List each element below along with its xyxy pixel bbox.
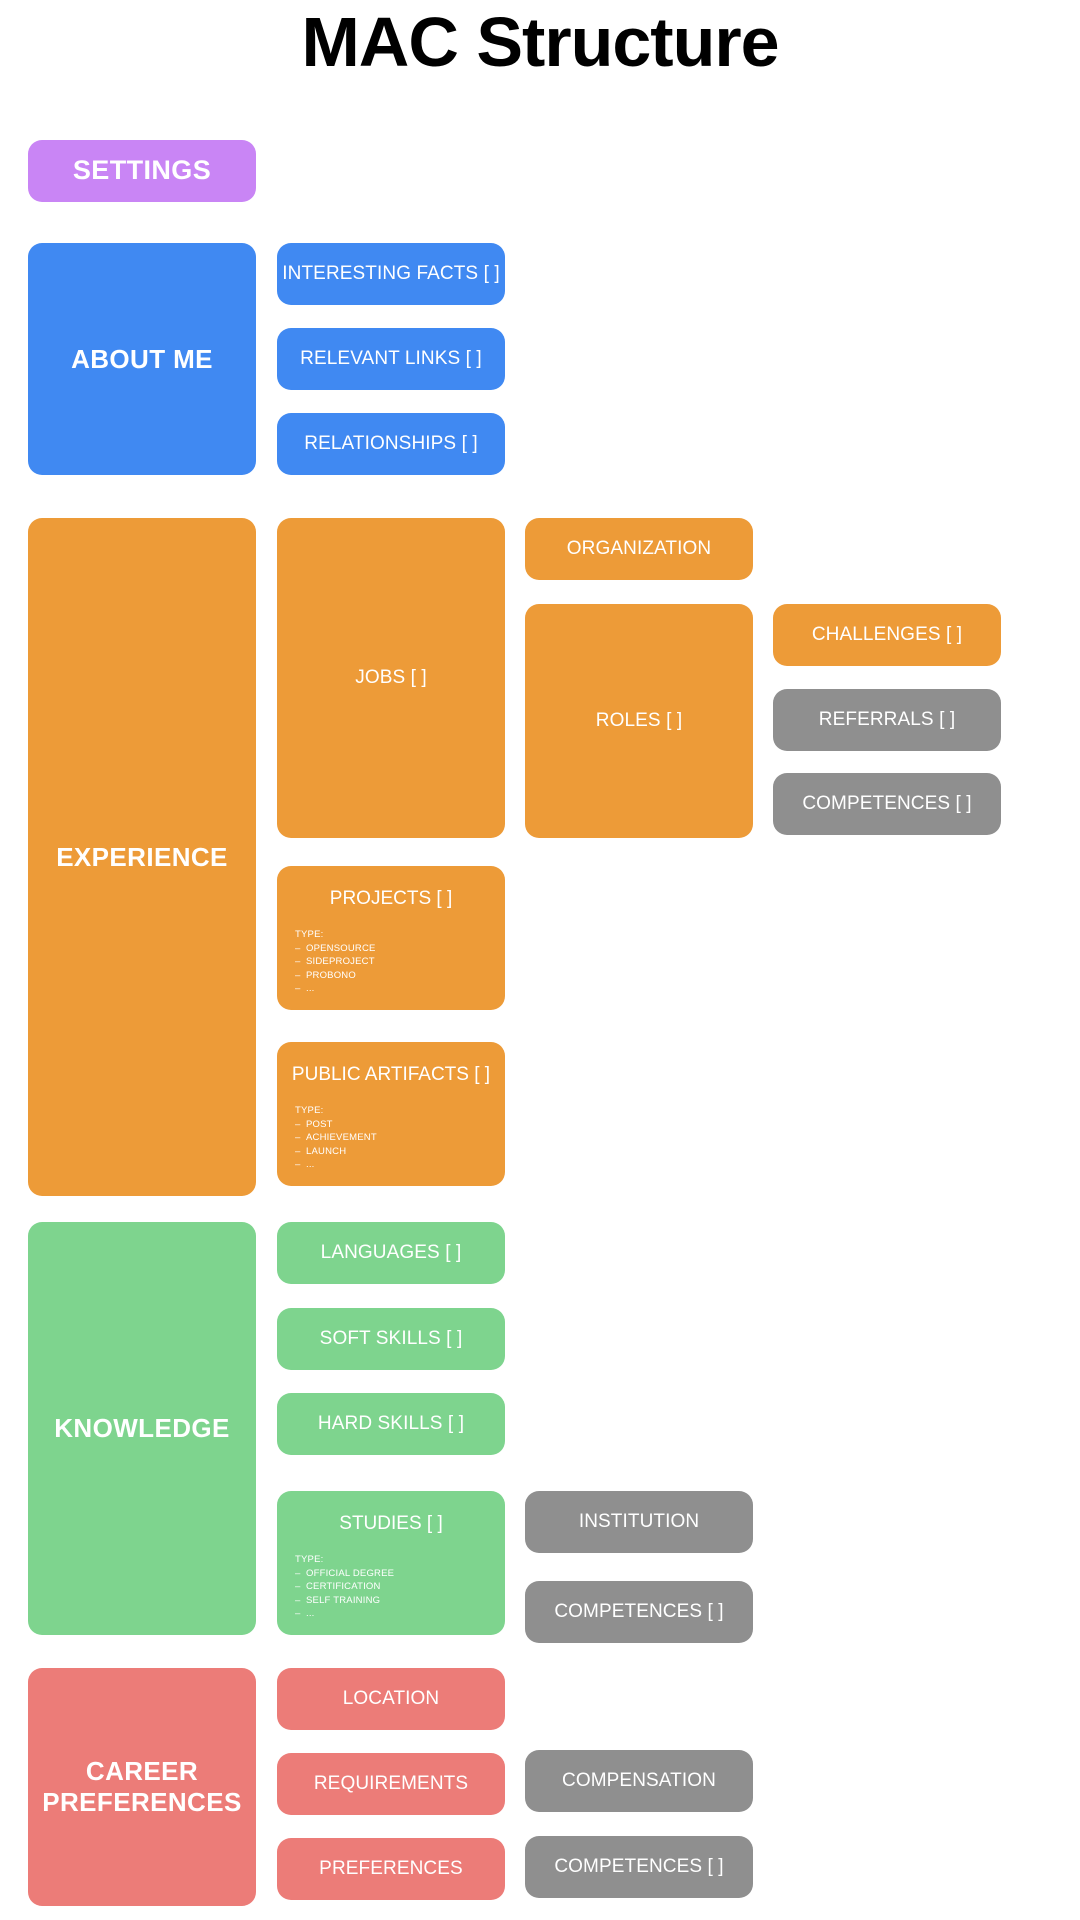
- node-challenges-label: CHALLENGES [ ]: [811, 623, 963, 645]
- node-institution[interactable]: INSTITUTION: [525, 1491, 753, 1553]
- node-hard-skills-label: HARD SKILLS [ ]: [317, 1412, 465, 1434]
- node-experience[interactable]: EXPERIENCE: [28, 518, 256, 1196]
- node-experience-competences[interactable]: COMPETENCES [ ]: [773, 773, 1001, 835]
- node-knowledge[interactable]: KNOWLEDGE: [28, 1222, 256, 1635]
- node-compensation-label: COMPENSATION: [562, 1769, 716, 1791]
- node-settings[interactable]: SETTINGS: [28, 140, 256, 202]
- node-requirements[interactable]: REQUIREMENTS: [277, 1753, 505, 1815]
- node-organization[interactable]: ORGANIZATION: [525, 518, 753, 580]
- node-preferences-label: PREFERENCES: [319, 1857, 463, 1879]
- public-artifacts-type-item: –POST: [295, 1118, 333, 1130]
- studies-type-item-text: CERTIFICATION: [306, 1581, 381, 1593]
- node-interesting-facts[interactable]: INTERESTING FACTS [ ]: [277, 243, 505, 305]
- node-soft-skills-label: SOFT SKILLS [ ]: [319, 1327, 463, 1349]
- projects-type-list: TYPE: –OPENSOURCE –SIDEPROJECT –PROBONO …: [277, 928, 505, 995]
- node-experience-label: EXPERIENCE: [56, 841, 228, 872]
- node-jobs[interactable]: JOBS [ ]: [277, 518, 505, 838]
- studies-type-item-text: ...: [306, 1608, 315, 1620]
- studies-type-item-text: OFFICIAL DEGREE: [306, 1567, 395, 1579]
- projects-type-item-text: PROBONO: [306, 969, 356, 981]
- node-preferences[interactable]: PREFERENCES: [277, 1838, 505, 1900]
- studies-type-item: –...: [295, 1608, 315, 1620]
- node-soft-skills[interactable]: SOFT SKILLS [ ]: [277, 1308, 505, 1370]
- node-experience-competences-label: COMPETENCES [ ]: [802, 792, 972, 814]
- node-career-competences[interactable]: COMPETENCES [ ]: [525, 1836, 753, 1898]
- node-languages[interactable]: LANGUAGES [ ]: [277, 1222, 505, 1284]
- career-preferences-line2: PREFERENCES: [42, 1787, 242, 1817]
- public-artifacts-type-heading: TYPE:: [295, 1105, 324, 1117]
- node-studies[interactable]: STUDIES [ ] TYPE: –OFFICIAL DEGREE –CERT…: [277, 1491, 505, 1635]
- studies-type-list: TYPE: –OFFICIAL DEGREE –CERTIFICATION –S…: [277, 1553, 505, 1620]
- node-hard-skills[interactable]: HARD SKILLS [ ]: [277, 1393, 505, 1455]
- projects-type-item: –SIDEPROJECT: [295, 956, 375, 968]
- studies-type-heading: TYPE:: [295, 1554, 324, 1566]
- node-roles-label: ROLES [ ]: [595, 709, 683, 731]
- node-knowledge-competences-label: COMPETENCES [ ]: [554, 1600, 724, 1622]
- node-challenges[interactable]: CHALLENGES [ ]: [773, 604, 1001, 666]
- projects-type-item: –...: [295, 983, 315, 995]
- node-projects[interactable]: PROJECTS [ ] TYPE: –OPENSOURCE –SIDEPROJ…: [277, 866, 505, 1010]
- node-roles[interactable]: ROLES [ ]: [525, 604, 753, 838]
- studies-type-item: –CERTIFICATION: [295, 1581, 381, 1593]
- node-relevant-links-label: RELEVANT LINKS [ ]: [300, 347, 482, 369]
- node-relevant-links[interactable]: RELEVANT LINKS [ ]: [277, 328, 505, 390]
- node-compensation[interactable]: COMPENSATION: [525, 1750, 753, 1812]
- node-knowledge-competences[interactable]: COMPETENCES [ ]: [525, 1581, 753, 1643]
- node-public-artifacts-label: PUBLIC ARTIFACTS [ ]: [291, 1064, 491, 1085]
- node-relationships[interactable]: RELATIONSHIPS [ ]: [277, 413, 505, 475]
- studies-type-item: –SELF TRAINING: [295, 1594, 381, 1606]
- public-artifacts-type-item: –...: [295, 1159, 315, 1171]
- node-public-artifacts[interactable]: PUBLIC ARTIFACTS [ ] TYPE: –POST –ACHIEV…: [277, 1042, 505, 1186]
- public-artifacts-type-item-text: ACHIEVEMENT: [306, 1132, 377, 1144]
- node-knowledge-label: KNOWLEDGE: [54, 1413, 230, 1444]
- node-career-competences-label: COMPETENCES [ ]: [554, 1855, 724, 1877]
- node-settings-label: SETTINGS: [72, 155, 212, 186]
- projects-type-item-text: ...: [306, 983, 315, 995]
- node-relationships-label: RELATIONSHIPS [ ]: [304, 432, 478, 454]
- node-studies-label: STUDIES [ ]: [339, 1513, 443, 1534]
- public-artifacts-type-item: –ACHIEVEMENT: [295, 1132, 377, 1144]
- node-location[interactable]: LOCATION: [277, 1668, 505, 1730]
- public-artifacts-type-list: TYPE: –POST –ACHIEVEMENT –LAUNCH –...: [277, 1104, 505, 1171]
- node-about-me[interactable]: ABOUT ME: [28, 243, 256, 475]
- page-title: MAC Structure: [301, 3, 779, 81]
- node-languages-label: LANGUAGES [ ]: [320, 1241, 462, 1263]
- node-referrals[interactable]: REFERRALS [ ]: [773, 689, 1001, 751]
- node-career-preferences-label: CAREER PREFERENCES: [28, 1756, 256, 1817]
- node-interesting-facts-label: INTERESTING FACTS [ ]: [282, 262, 500, 284]
- public-artifacts-type-item: –LAUNCH: [295, 1145, 347, 1157]
- node-projects-label: PROJECTS [ ]: [329, 888, 453, 909]
- node-jobs-label: JOBS [ ]: [355, 666, 427, 688]
- studies-type-item: –OFFICIAL DEGREE: [295, 1567, 395, 1579]
- public-artifacts-type-item-text: LAUNCH: [306, 1145, 347, 1157]
- public-artifacts-type-item-text: POST: [306, 1118, 333, 1130]
- projects-type-heading: TYPE:: [295, 929, 324, 941]
- node-institution-label: INSTITUTION: [578, 1510, 700, 1532]
- node-referrals-label: REFERRALS [ ]: [818, 708, 956, 730]
- projects-type-item: –PROBONO: [295, 969, 356, 981]
- node-about-me-label: ABOUT ME: [71, 343, 213, 374]
- node-career-preferences[interactable]: CAREER PREFERENCES: [28, 1668, 256, 1906]
- public-artifacts-type-item-text: ...: [306, 1159, 315, 1171]
- node-organization-label: ORGANIZATION: [566, 537, 712, 559]
- node-requirements-label: REQUIREMENTS: [313, 1772, 469, 1794]
- projects-type-item-text: SIDEPROJECT: [306, 956, 375, 968]
- career-preferences-line1: CAREER: [85, 1756, 199, 1787]
- studies-type-item-text: SELF TRAINING: [306, 1594, 381, 1606]
- projects-type-item-text: OPENSOURCE: [306, 942, 376, 954]
- projects-type-item: –OPENSOURCE: [295, 942, 376, 954]
- node-location-label: LOCATION: [342, 1687, 440, 1709]
